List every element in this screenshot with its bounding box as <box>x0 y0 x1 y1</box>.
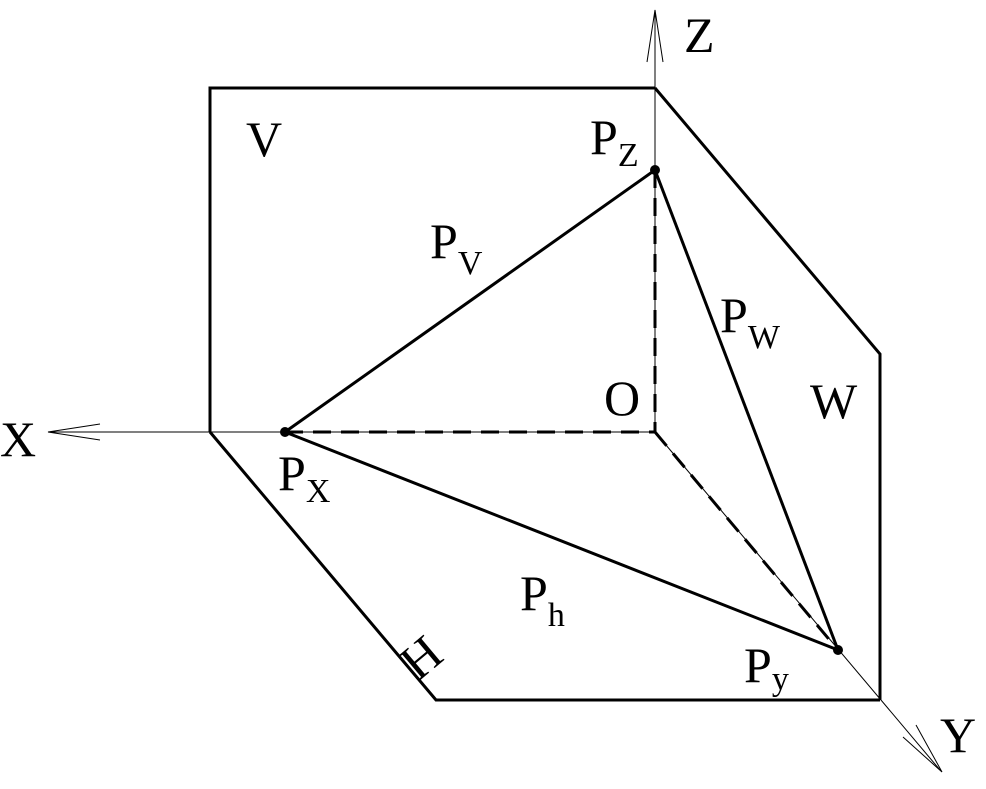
trace-label-ph-main: P <box>520 565 548 621</box>
trace-label-pv-main: P <box>430 213 458 269</box>
point-label-px: PX <box>278 445 330 510</box>
z-axis-arrowhead <box>646 9 664 63</box>
trace-line-ph <box>284 430 839 652</box>
point-label-pz: PZ <box>590 109 639 174</box>
y-axis-arrowhead <box>902 724 943 773</box>
origin-label: O <box>604 370 640 426</box>
point-label-py-sub: y <box>772 661 789 698</box>
point-label-py-main: P <box>744 637 772 693</box>
hidden-line-o-py <box>653 431 840 651</box>
x-axis-arrowhead <box>47 423 101 441</box>
point-label-py: Py <box>744 637 789 698</box>
trace-label-ph-sub: h <box>548 597 565 634</box>
v-plane-outline <box>208 86 655 432</box>
point-label-px-main: P <box>278 445 306 501</box>
axis-label-y: Y <box>940 707 976 763</box>
axis-label-x: X <box>0 411 36 467</box>
trace-label-pw: PW <box>720 287 781 356</box>
trace-label-ph: Ph <box>520 565 565 634</box>
axis-label-z: Z <box>684 7 715 63</box>
point-pz-dot <box>650 165 660 175</box>
plane-label-v: V <box>246 111 282 167</box>
plane-label-h: H <box>389 624 453 690</box>
w-plane-outline <box>653 87 882 700</box>
trace-label-pw-main: P <box>720 287 748 343</box>
point-label-px-sub: X <box>306 473 331 510</box>
plane-label-w: W <box>810 373 858 429</box>
trace-label-pv-sub: V <box>458 245 483 282</box>
trace-line-pv <box>284 168 656 434</box>
trace-line-pw <box>653 169 840 651</box>
trace-label-pv: PV <box>430 213 483 282</box>
point-py-dot <box>833 645 843 655</box>
point-label-pz-sub: Z <box>618 137 639 174</box>
point-label-pz-main: P <box>590 109 618 165</box>
h-plane-outline <box>208 431 880 702</box>
point-px-dot <box>280 427 290 437</box>
trace-label-pw-sub: W <box>748 319 781 356</box>
